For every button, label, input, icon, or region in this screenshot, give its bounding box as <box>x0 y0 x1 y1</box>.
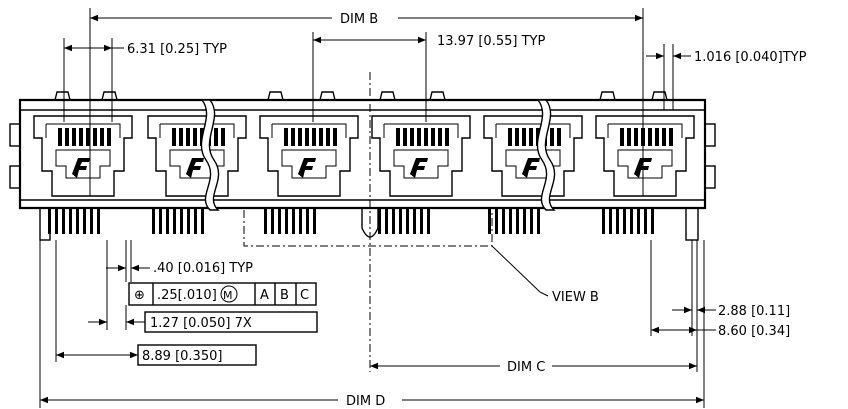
row-offset-label: 8.89 [0.350] <box>142 349 222 364</box>
dim-c: DIM C <box>370 336 698 375</box>
dim-b-label: DIM B <box>340 12 378 27</box>
view-b-label: VIEW B <box>552 290 599 305</box>
tolerance-frame: ⊕ .25[.010] M A B C <box>128 282 317 306</box>
dim-d-label: DIM D <box>346 394 385 409</box>
rj45-port-1 <box>33 115 133 197</box>
position-symbol: ⊕ <box>134 288 145 303</box>
port-pitch-label: 6.31 [0.25] TYP <box>127 42 227 57</box>
dim-b: DIM B <box>90 12 643 27</box>
edge-offset-2-label: 8.60 [0.34] <box>718 324 790 339</box>
dim-d: DIM D <box>39 240 705 409</box>
rj45-port-2 <box>147 115 247 197</box>
datum-c: C <box>300 288 309 303</box>
break-lines <box>200 99 556 211</box>
connector-body <box>9 91 716 241</box>
pin-pitch-dim: 1.27 [0.050] 7X <box>88 240 318 333</box>
gang-pitch-dim: 13.97 [0.55] TYP <box>312 32 545 122</box>
edge-offset-dims: 2.88 [0.11] 8.60 [0.34] <box>650 240 790 339</box>
edge-offset-1-label: 2.88 [0.11] <box>718 304 790 319</box>
centerlines <box>89 8 644 372</box>
gang-pitch-label: 13.97 [0.55] TYP <box>437 34 545 49</box>
dim-c-label: DIM C <box>507 360 545 375</box>
rj45-port-3 <box>259 115 359 197</box>
rj45-port-6 <box>595 115 695 197</box>
datum-b: B <box>280 288 289 303</box>
rj45-port-5 <box>483 115 583 197</box>
port-pitch-dim: 6.31 [0.25] TYP <box>63 38 227 122</box>
pin-pitch-label: 1.27 [0.050] 7X <box>150 316 252 331</box>
pin-diameter-label: .40 [0.016] TYP <box>153 261 253 276</box>
row-offset-dim: 8.89 [0.350] <box>55 240 257 366</box>
pin-diameter-dim: .40 [0.016] TYP <box>106 240 253 282</box>
tab-width-dim: 1.016 [0.040]TYP <box>646 44 807 110</box>
rj45-port-4 <box>371 115 471 197</box>
datum-a: A <box>260 288 269 303</box>
tab-width-label: 1.016 [0.040]TYP <box>694 50 807 65</box>
tolerance-value: .25[.010] <box>157 288 217 303</box>
mmc-modifier: M <box>223 289 233 302</box>
